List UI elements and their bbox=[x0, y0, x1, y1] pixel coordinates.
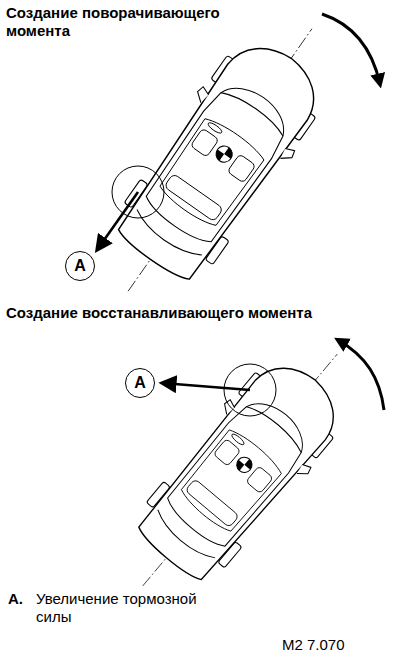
brake-force-arrow bbox=[162, 383, 250, 390]
car-top-view bbox=[101, 319, 379, 621]
brake-force-arrow bbox=[97, 192, 138, 250]
legend-key: A. bbox=[8, 590, 34, 608]
callout-circle: A bbox=[65, 251, 95, 281]
figure-number: M2 7.070 bbox=[282, 636, 392, 654]
heading: Создание восстанавливающего момента bbox=[6, 304, 316, 322]
heading: Создание поворачивающего момента bbox=[6, 4, 246, 40]
callout-letter: A bbox=[74, 258, 86, 274]
callout-circle: A bbox=[125, 368, 155, 398]
car-top-view bbox=[81, 0, 359, 324]
legend-text: Увеличение тормозной силы bbox=[36, 590, 226, 626]
callout-letter: A bbox=[134, 375, 146, 391]
restoring-moment-arrow bbox=[338, 340, 384, 410]
turning-moment-arrow bbox=[322, 14, 380, 84]
